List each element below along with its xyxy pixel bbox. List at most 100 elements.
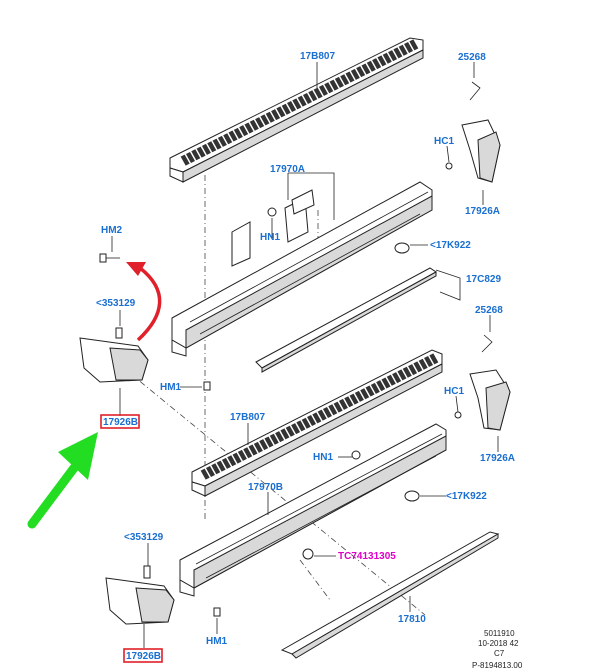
- label-hc1-top: HC1: [434, 136, 454, 147]
- grille-slat: [233, 127, 243, 139]
- red-arrow: [126, 262, 162, 342]
- grille-slat: [313, 87, 323, 99]
- label-353129-top: <353129: [96, 298, 136, 309]
- screw-hm2: [99, 253, 120, 263]
- grille-slat: [221, 457, 231, 469]
- grille-slat: [217, 135, 227, 147]
- grille-slat: [377, 55, 387, 67]
- dashed-guide: [299, 559, 331, 601]
- grille-slat: [292, 98, 302, 110]
- step-plate-grille: [180, 39, 419, 166]
- grille-slat: [232, 452, 242, 464]
- grille-slat: [212, 138, 222, 150]
- grille-slat: [265, 111, 275, 123]
- end-cap-top-right: [461, 81, 501, 183]
- grille-slat: [393, 47, 403, 59]
- grille-slat: [370, 382, 380, 394]
- grille-slat: [338, 398, 348, 410]
- label-hm1-top: HM1: [160, 382, 182, 393]
- trim-strip-top: [255, 267, 437, 373]
- grille-slat: [253, 441, 263, 453]
- grille-slat: [296, 420, 306, 432]
- grille-slat: [201, 143, 211, 155]
- leader-lines: [111, 62, 499, 648]
- clip-hn1-bottom: [351, 450, 361, 460]
- grille-slat: [243, 447, 253, 459]
- grille-slat: [281, 103, 291, 115]
- grille-slat: [350, 68, 360, 80]
- grille-slat: [334, 76, 344, 88]
- grille-slat: [365, 385, 375, 397]
- grille-slat: [409, 39, 419, 51]
- grille-slat: [200, 468, 210, 480]
- grille-slat: [329, 79, 339, 91]
- grille-slat: [285, 425, 295, 437]
- grille-slat: [205, 465, 215, 477]
- meta-line-1: 5011910: [484, 629, 515, 638]
- dashed-guides: [119, 175, 426, 616]
- label-17B807-bottom: 17B807: [230, 412, 265, 423]
- label-17970A: 17970A: [270, 164, 305, 175]
- label-25268-top: 25268: [458, 52, 486, 63]
- end-cap-bottom-left: [105, 565, 175, 625]
- end-cap-top-left: [79, 327, 149, 383]
- label-17C829: 17C829: [466, 274, 501, 285]
- grille-slat: [397, 369, 407, 381]
- grille-slat: [317, 409, 327, 421]
- grille-slat: [185, 151, 195, 163]
- grille-slat: [360, 388, 370, 400]
- grille-slat: [297, 95, 307, 107]
- grille-slat: [308, 90, 318, 102]
- grille-slat: [418, 358, 428, 370]
- grille-slat: [429, 353, 439, 365]
- grille-slat: [227, 455, 237, 467]
- grille-slat: [207, 141, 217, 153]
- grille-slat: [392, 372, 402, 384]
- green-arrow: [27, 432, 98, 529]
- grille-slat: [345, 71, 355, 83]
- grille-slat: [356, 66, 366, 78]
- grille-slat: [301, 417, 311, 429]
- grille-slat: [318, 84, 328, 96]
- grille-slat: [237, 449, 247, 461]
- meta-line-3: C7: [494, 649, 505, 658]
- grille-slat: [280, 428, 290, 440]
- screw-hm1-top: [203, 381, 211, 391]
- screw-hm1-bottom: [213, 607, 221, 617]
- grille-slat: [398, 44, 408, 56]
- grille-slat: [276, 106, 286, 118]
- grille-slat: [211, 463, 221, 475]
- label-tc74131305: TC74131305: [338, 551, 396, 562]
- sill-panel-bottom: [179, 423, 447, 597]
- grille-slat: [223, 133, 233, 145]
- end-cap-bottom-right: [469, 334, 511, 431]
- grille-slat: [349, 393, 359, 405]
- grille-slat: [196, 146, 206, 158]
- clip-hc1-bottom: [454, 411, 462, 419]
- label-17810: 17810: [398, 614, 426, 625]
- highlight-box-17926B-top: [100, 414, 140, 429]
- label-25268-bottom: 25268: [475, 305, 503, 316]
- grille-slat: [239, 125, 249, 137]
- grille-slat: [269, 433, 279, 445]
- drawing-meta: 5011910 10-2018 42 C7 P-8194813.00: [472, 629, 523, 670]
- label-17970B: 17970B: [248, 482, 283, 493]
- grille-slat: [354, 390, 364, 402]
- grille-slat: [287, 101, 297, 113]
- meta-line-2: 10-2018 42: [478, 639, 519, 648]
- grille-slat: [344, 396, 354, 408]
- grommet-top: [394, 242, 410, 254]
- label-hn1-top: HN1: [260, 232, 280, 243]
- grille-slat: [264, 436, 274, 448]
- grille-slat: [216, 460, 226, 472]
- grille-slat: [302, 92, 312, 104]
- grille-slat: [312, 412, 322, 424]
- grille-slat: [376, 380, 386, 392]
- grille-slat: [291, 423, 301, 435]
- grille-slat: [340, 74, 350, 86]
- label-hm1-bottom: HM1: [206, 636, 228, 647]
- grille-slat: [402, 366, 412, 378]
- label-hc1-bottom: HC1: [444, 386, 464, 397]
- grille-slat: [322, 406, 332, 418]
- grille-slat: [382, 52, 392, 64]
